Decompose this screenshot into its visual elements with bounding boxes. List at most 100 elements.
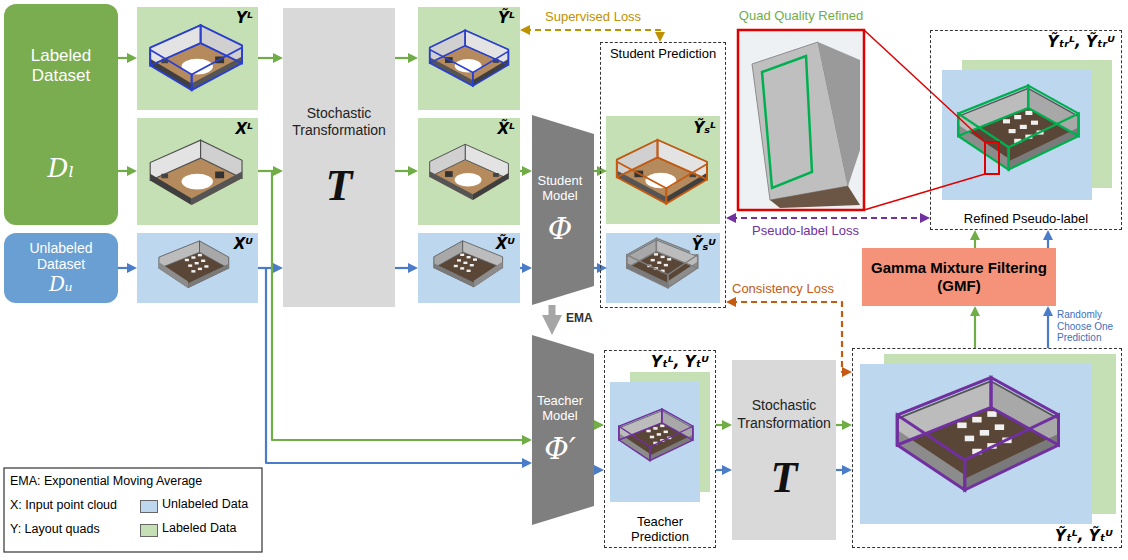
zoom-view-part — [762, 56, 812, 188]
filter-box: Gamma Mixture Filtering (GMF) — [862, 248, 1056, 306]
connector-line — [731, 217, 925, 219]
model-trapezoid: Student ModelΦ — [532, 115, 594, 305]
image-stack-part — [985, 142, 999, 174]
connector-line — [395, 170, 413, 172]
zoom-view — [738, 30, 985, 210]
image-tile-part — [627, 238, 698, 287]
connector-line — [836, 469, 847, 471]
image-stack — [860, 354, 1116, 524]
connector-line — [525, 30, 660, 37]
trapezoid-shape — [532, 335, 594, 525]
connector-line — [549, 305, 556, 325]
connector-line — [836, 424, 847, 426]
model-trapezoid: Teacher ModelΦ′ — [532, 335, 594, 525]
connector-line — [258, 57, 278, 59]
edge-label: EMA — [566, 311, 593, 325]
arrow — [975, 235, 1048, 248]
node-text: T — [771, 452, 798, 503]
arrow — [118, 171, 132, 172]
image-tile — [606, 233, 720, 303]
node-text: Yᴸ — [234, 9, 255, 27]
image-stack-part — [619, 409, 693, 461]
image-tile-part — [418, 233, 520, 303]
transform-box: Stochastic TransformationT — [283, 8, 395, 307]
arrow — [975, 311, 1048, 348]
prediction-group: Ỹₜᵣᴸ, ỸₜᵣᵁRefined Pseudo-label — [930, 30, 1122, 230]
image-tile-part — [430, 30, 509, 86]
connector-line — [118, 170, 132, 172]
node-text: Dᵤ — [49, 272, 73, 296]
arrow — [395, 58, 413, 59]
prediction-group: Student PredictionỸₛᴸỸₛᵁ — [600, 42, 726, 308]
image-tile: Ỹᴸ — [418, 7, 520, 110]
image-tile-part — [137, 7, 258, 110]
zoom-view-part — [738, 30, 864, 210]
legend-swatch — [140, 500, 158, 513]
zoom-view-part — [864, 30, 985, 142]
image-tile: Ỹₛᴸ — [607, 117, 721, 225]
connector-line — [716, 469, 727, 471]
image-tile-part — [150, 25, 242, 90]
node-text: T — [326, 160, 353, 211]
image-tile-part-part — [627, 238, 698, 287]
connector-line — [520, 170, 527, 172]
arrow — [716, 425, 727, 470]
zoom-view-part — [864, 174, 985, 210]
node-text: Stochastic Transformation — [285, 105, 393, 140]
image-tile-part — [606, 233, 720, 303]
connector-line — [974, 311, 976, 348]
image-tile-part — [617, 140, 707, 204]
image-stack-part — [610, 382, 700, 502]
trapezoid-fill — [532, 115, 594, 305]
image-tile-part — [150, 140, 242, 205]
image-tile: X̃ᵁ — [418, 233, 520, 303]
prediction-group: Yₜᴸ, YₜᵁTeacher Prediction — [604, 350, 716, 548]
image-tile-part — [418, 7, 520, 110]
connector-line — [594, 424, 599, 426]
node-text: Teacher Model — [534, 394, 586, 424]
node-text: Ỹₜᵣᴸ, Ỹₜᵣᵁ — [1046, 33, 1117, 51]
node-text: Student Model — [534, 174, 586, 204]
image-tile-part-part — [617, 140, 707, 204]
node-text: Dₗ — [47, 153, 74, 183]
trapezoid-fill — [532, 335, 594, 525]
node-text: Student Prediction — [610, 47, 716, 62]
arrow — [731, 218, 925, 219]
node-text: Yₜᴸ, Yₜᵁ — [649, 353, 711, 371]
legend-note: Y: Layout quads — [10, 522, 100, 536]
trapezoid-shape — [532, 115, 594, 305]
connector-line — [520, 267, 527, 269]
connector-line — [594, 469, 599, 471]
arrow — [594, 425, 599, 470]
dataset-box: Unlabeled DatasetDᵤ — [4, 233, 118, 303]
image-tile-part-part — [434, 241, 503, 287]
legend-text: Labeled Data — [162, 521, 236, 535]
image-tile: Yᴸ — [137, 7, 258, 110]
legend-frame-part — [4, 468, 262, 552]
image-tile-part — [434, 241, 503, 287]
node-text: Xᵁ — [232, 235, 255, 253]
legend-note: X: Input point cloud — [10, 498, 117, 512]
image-tile — [418, 7, 520, 110]
node-text: Stochastic Transformation — [734, 397, 834, 432]
connector-line — [716, 424, 727, 426]
node-text: Xᴸ — [233, 120, 255, 138]
legend-note: EMA: Exponential Moving Average — [10, 474, 202, 488]
edge-label: Supervised Loss — [545, 9, 641, 24]
image-tile — [137, 7, 258, 110]
arrow — [395, 268, 413, 269]
arrow — [520, 171, 527, 172]
image-tile-part-part — [430, 30, 509, 86]
node-text: Teacher Prediction — [609, 515, 711, 545]
zoom-view-part — [770, 186, 860, 208]
connector-line — [1047, 235, 1049, 248]
legend-swatch — [140, 524, 158, 537]
arrow — [525, 30, 660, 37]
node-text: X̃ᴸ — [495, 120, 517, 138]
image-tile-part — [606, 116, 720, 224]
arrow — [118, 58, 132, 59]
arrow — [118, 268, 132, 269]
transform-box: Stochastic TransformationT — [732, 360, 836, 540]
image-tile — [418, 233, 520, 303]
